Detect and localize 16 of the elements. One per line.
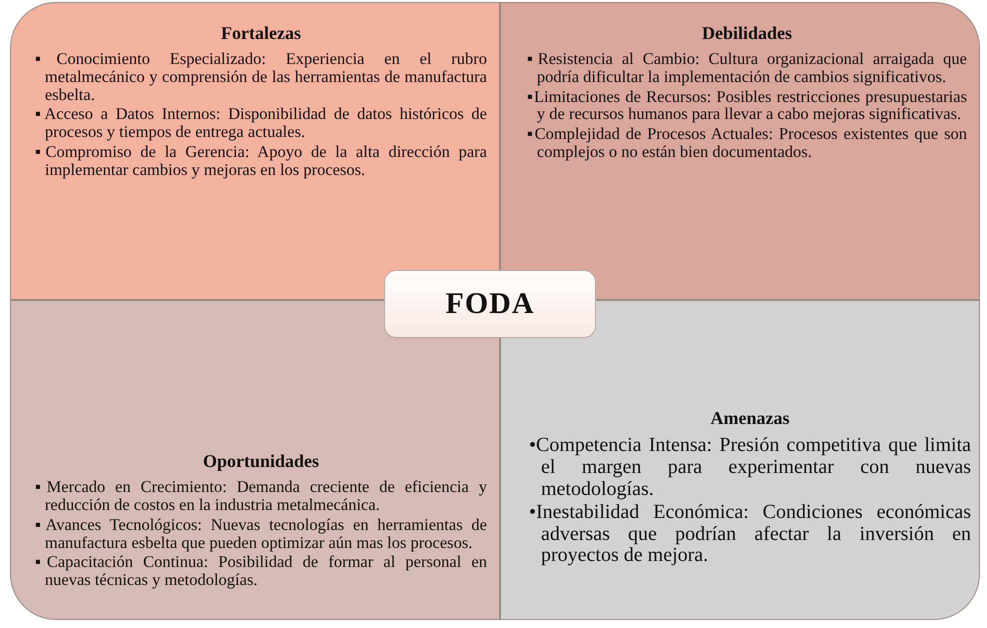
bullet-item: ▪Capacitación Continua: Posibilidad de formar al personal en nuevas técnicas y metodologías. — [35, 553, 487, 589]
bullet-item: ▪Resistencia al Cambio: Cultura organizacional arraigada que podría dificultar la implementación de cambios significativos. — [527, 50, 967, 86]
bullet-item: ▪Limitaciones de Recursos: Posibles restricciones presupuestarias y de recursos humanos para llevar a cabo mejoras significativas. — [527, 88, 967, 124]
bullet-item: ▪Acceso a Datos Internos: Disponibilidad de datos históricos de procesos y tiempos de entrega actuales. — [35, 105, 487, 142]
bullet-item: ▪Compromiso de la Gerencia: Apoyo de la alta dirección para implementar cambios y mejoras en los procesos. — [35, 143, 487, 179]
bullet-item: •Inestabilidad Económica: Condiciones económicas adversas que podrían afectar la inversión en proyectos de mejora. — [529, 502, 971, 567]
bullet-item: ▪Mercado en Crecimiento: Demanda creciente de eficiencia y reducción de costos en la industria metalmecánica. — [35, 478, 487, 514]
title-box — [384, 270, 596, 338]
quadrant-heading: Debilidades — [700, 23, 794, 44]
bullet-item: ▪Complejidad de Procesos Actuales: Procesos existentes que son complejos o no están bien documentados. — [527, 125, 967, 161]
quadrant-heading: Oportunidades — [202, 451, 320, 472]
quadrant-heading: Fortalezas — [220, 23, 302, 44]
quadrant-heading: Amenazas — [710, 408, 790, 430]
bullet-item: •Competencia Intensa: Presión competitiva que limita el margen para experimentar con nuevas metodologías. — [529, 435, 971, 500]
title-text: FODA — [446, 287, 534, 321]
bullet-item: ▪Avances Tecnológicos: Nuevas tecnologías en herramientas de manufactura esbelta que pueden optimizar aún mas los procesos. — [35, 516, 487, 552]
